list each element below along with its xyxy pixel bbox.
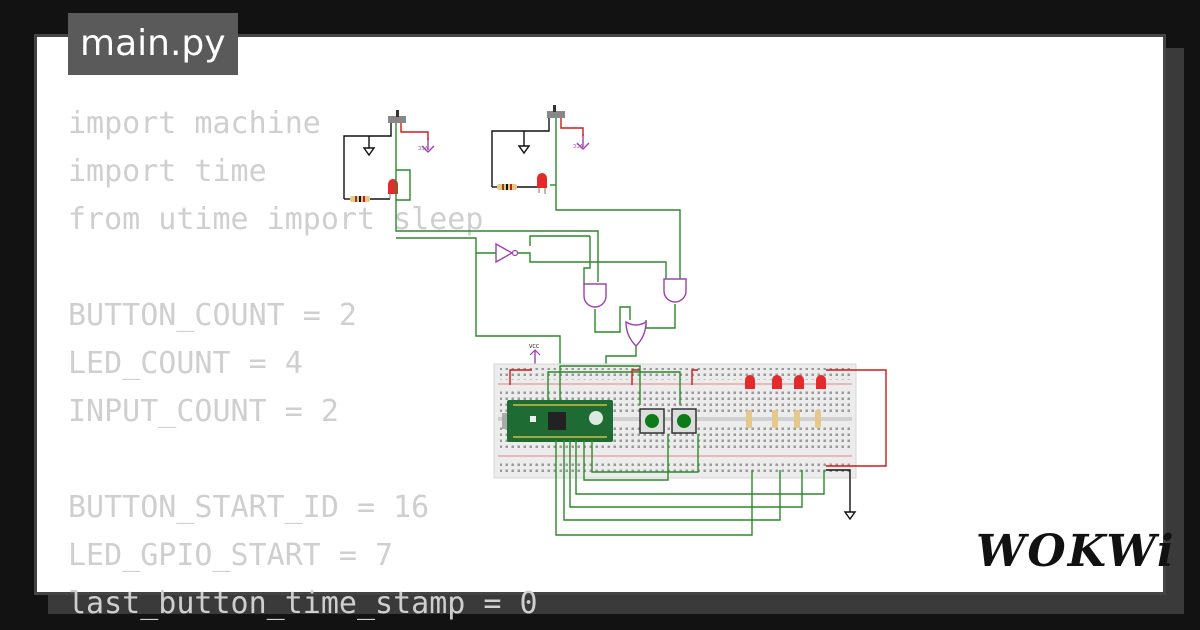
ground-icon bbox=[362, 142, 376, 157]
preview-card bbox=[34, 34, 1166, 595]
code-line: INPUT_COUNT = 2 bbox=[68, 394, 339, 429]
ground-icon bbox=[517, 140, 531, 155]
vcc-label: VCC bbox=[417, 144, 428, 150]
or-gate[interactable] bbox=[625, 320, 647, 347]
vcc-label: VCC bbox=[572, 142, 583, 148]
file-tab[interactable]: main.py bbox=[68, 13, 238, 75]
raspberry-pi-pico[interactable] bbox=[502, 400, 613, 442]
code-line: LED_GPIO_START = 7 bbox=[68, 538, 394, 573]
code-line: LED_COUNT = 4 bbox=[68, 346, 303, 381]
led-array bbox=[745, 375, 826, 428]
vcc-icon bbox=[576, 134, 590, 150]
and-gate-2[interactable] bbox=[663, 278, 687, 303]
resistor-2 bbox=[497, 184, 517, 190]
code-line: BUTTON_START_ID = 16 bbox=[68, 490, 430, 525]
vcc-icon bbox=[529, 349, 541, 364]
vcc-label: VCC bbox=[529, 344, 540, 350]
slide-switch-1[interactable] bbox=[388, 110, 406, 123]
push-button-1[interactable] bbox=[639, 408, 665, 434]
not-gate[interactable] bbox=[495, 242, 519, 264]
wokwi-logo: WOKWi bbox=[976, 526, 1176, 577]
code-line: BUTTON_COUNT = 2 bbox=[68, 298, 357, 333]
and-gate-1[interactable] bbox=[583, 283, 607, 308]
led-2 bbox=[537, 173, 547, 194]
code-line: last_button_time_stamp = 0 bbox=[68, 586, 538, 621]
slide-switch-2[interactable] bbox=[547, 105, 565, 118]
code-line: import machine bbox=[68, 106, 321, 141]
code-line: import time bbox=[68, 154, 267, 189]
push-button-2[interactable] bbox=[671, 408, 697, 434]
resistor-1 bbox=[350, 196, 370, 202]
